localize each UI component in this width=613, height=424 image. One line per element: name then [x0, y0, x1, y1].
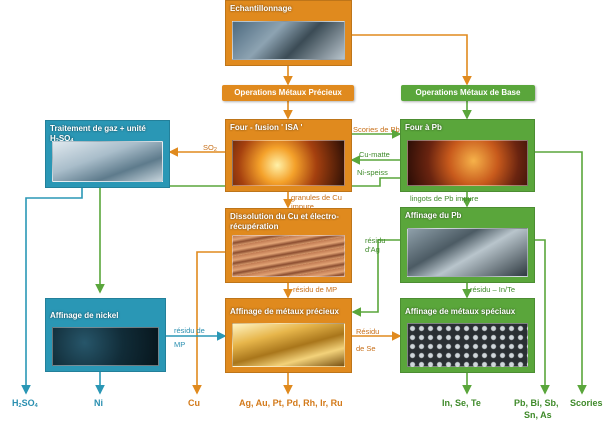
- pb-furnace-photo: [407, 140, 528, 186]
- pb-slag-label: Scories de Pb: [353, 125, 400, 134]
- output-cu: Cu: [188, 398, 200, 408]
- pb-refining-photo: [407, 228, 528, 277]
- cu-matte-label: Cu-matte: [359, 150, 390, 159]
- special-refining-box: Affinage de métaux spéciaux: [400, 298, 535, 373]
- ag-residue-label: résidu d'Ag: [365, 236, 386, 254]
- pb-furnace-title: Four à Pb: [405, 123, 442, 132]
- isa-furnace-title: Four - fusion ' ISA ': [230, 123, 303, 132]
- precious-ops-tag: Operations Métaux Précieux: [222, 85, 354, 101]
- nickel-refining-box: Affinage de nickel: [45, 298, 166, 372]
- precious-refining-title: Affinage de métaux précieux: [230, 307, 339, 316]
- nickel-refining-title: Affinage de nickel: [50, 311, 119, 320]
- isa-furnace-box: Four - fusion ' ISA ': [225, 119, 352, 192]
- nickel-mp-residue-label: résidu de MP: [174, 326, 205, 349]
- pb-furnace-box: Four à Pb: [400, 119, 535, 192]
- pb-refining-box: Affinage du Pb: [400, 207, 535, 283]
- output-in-se-te: In, Se, Te: [442, 398, 481, 408]
- gold-bars-photo: [232, 323, 345, 367]
- sampling-photo: [232, 21, 345, 60]
- output-ni: Ni: [94, 398, 103, 408]
- output-precious-metals: Ag, Au, Pt, Pd, Rh, Ir, Ru: [239, 398, 343, 408]
- nickel-refining-photo: [52, 327, 159, 366]
- mp-residue-label: résidu de MP: [293, 285, 338, 294]
- base-ops-tag: Operations Métaux de Base: [401, 85, 535, 101]
- gas-treatment-box: Traitement de gaz + unité H2SO4: [45, 120, 170, 188]
- pb-refining-title: Affinage du Pb: [405, 211, 462, 220]
- se-residue-label: Résidu de Se: [356, 327, 380, 353]
- isa-furnace-photo: [232, 140, 345, 186]
- sampling-box: Echantillonnage: [225, 0, 352, 66]
- ni-speiss-label: Ni-speiss: [357, 168, 388, 177]
- cu-dissolution-photo: [232, 235, 345, 277]
- sampling-title: Echantillonnage: [230, 4, 292, 13]
- pb-bullion-label: lingots de Pb impure: [410, 194, 479, 203]
- cu-dissolution-box: Dissolution du Cu et électro-récupératio…: [225, 208, 352, 283]
- cu-granules-label: granules de Cu impure: [291, 193, 342, 211]
- output-pb-bi-sb: Pb, Bi, Sb,: [514, 398, 559, 408]
- output-slag: Scories: [570, 398, 603, 408]
- so2-label: SO2: [203, 143, 217, 153]
- metal-pellets-photo: [407, 323, 528, 367]
- in-te-residue-label: résidu – In/Te: [470, 285, 516, 294]
- output-sn-as: Sn, As: [524, 410, 552, 420]
- output-h2so4: H2SO4: [12, 398, 38, 409]
- cu-dissolution-title: Dissolution du Cu et électro-récupératio…: [230, 212, 339, 231]
- precious-refining-box: Affinage de métaux précieux: [225, 298, 352, 373]
- gas-plant-photo: [52, 141, 163, 182]
- special-refining-title: Affinage de métaux spéciaux: [405, 307, 516, 316]
